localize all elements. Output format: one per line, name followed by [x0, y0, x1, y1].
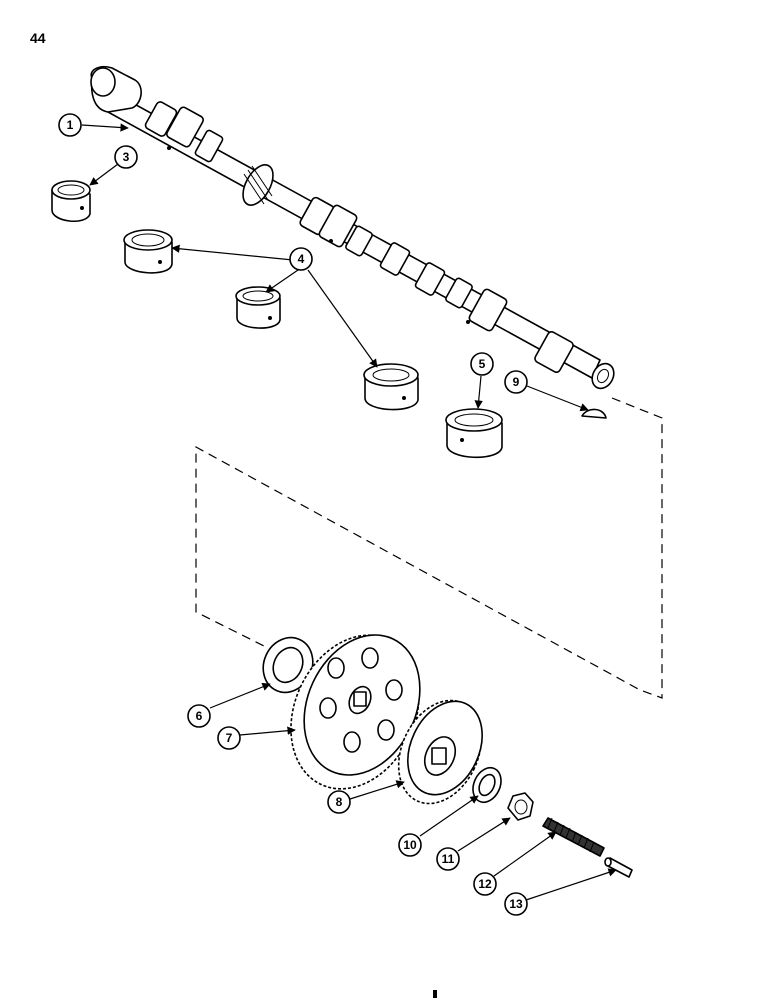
leader-8	[349, 780, 405, 800]
thrust-washer	[262, 636, 314, 694]
callout-1: 1	[58, 113, 82, 137]
leader-10	[419, 795, 479, 837]
leader-7	[239, 726, 296, 736]
leader-9	[526, 385, 589, 412]
leader-12	[493, 831, 557, 877]
svg-text:7: 7	[226, 731, 233, 745]
callout-8: 8	[327, 790, 351, 814]
svg-text:8: 8	[336, 795, 343, 809]
leader-6	[209, 682, 271, 709]
callout-9: 9	[504, 370, 528, 394]
leader-13	[525, 868, 617, 901]
svg-text:4: 4	[298, 252, 305, 266]
svg-text:12: 12	[478, 877, 492, 891]
callout-7: 7	[217, 726, 241, 750]
callout-5: 5	[470, 352, 494, 376]
leader-4c	[307, 269, 378, 368]
hex-nut	[507, 792, 534, 821]
page-number: 44	[30, 30, 46, 46]
woodruff-key	[581, 408, 607, 419]
svg-text:13: 13	[509, 897, 523, 911]
lock-washer	[472, 766, 502, 804]
bushing-part-4a	[123, 229, 173, 274]
svg-text:9: 9	[513, 375, 520, 389]
bushing-part-4c	[363, 363, 419, 411]
callout-3: 3	[114, 145, 138, 169]
callout-4: 4	[289, 247, 313, 271]
svg-text:3: 3	[123, 150, 130, 164]
svg-text:11: 11	[442, 852, 455, 866]
svg-text:6: 6	[196, 709, 203, 723]
callout-12: 12	[473, 872, 497, 896]
leader-3	[89, 163, 119, 186]
bushing-part-3	[51, 180, 91, 222]
camshaft-gear	[290, 634, 421, 790]
svg-text:1: 1	[67, 118, 74, 132]
leader-1	[81, 123, 129, 132]
pin	[604, 857, 633, 878]
spring	[542, 817, 605, 857]
bushing-part-5	[445, 408, 503, 459]
callout-10: 10	[398, 833, 422, 857]
callout-13: 13	[504, 892, 528, 916]
page-mark	[433, 990, 437, 998]
leader-11	[457, 817, 511, 852]
idler-gear	[397, 699, 483, 805]
callout-11: 11	[436, 847, 460, 871]
camshaft	[90, 65, 615, 390]
leader-4a	[171, 244, 294, 261]
svg-text:5: 5	[479, 357, 486, 371]
bushing-part-4b	[235, 286, 281, 329]
svg-text:10: 10	[403, 838, 417, 852]
leader-5	[474, 375, 483, 409]
callout-6: 6	[187, 704, 211, 728]
leader-4b	[265, 269, 299, 293]
assembly-dashed-line	[195, 397, 663, 699]
